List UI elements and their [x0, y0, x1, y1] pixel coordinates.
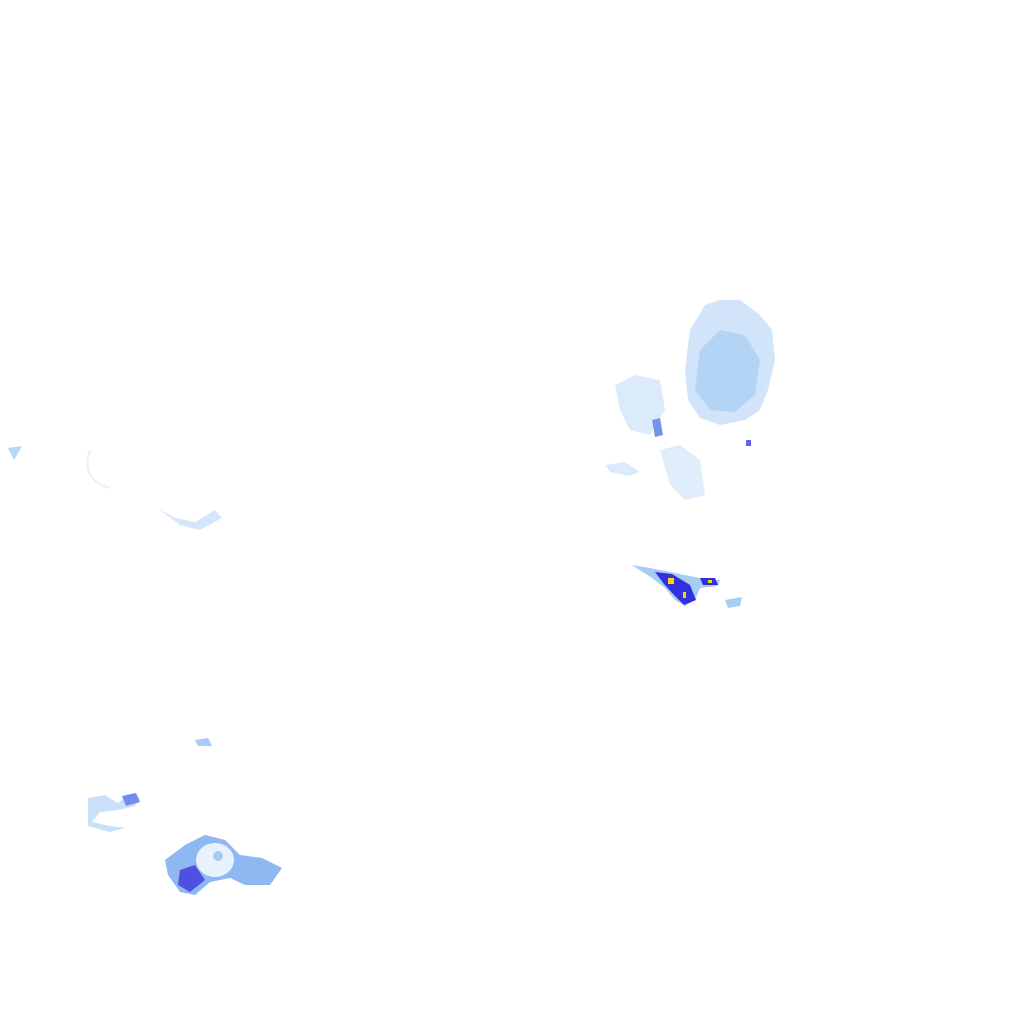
- precip-arc-2: [158, 508, 222, 530]
- storm-core-extreme: [668, 578, 674, 584]
- precip-fragment-edge: [8, 446, 22, 460]
- precip-dot: [746, 440, 751, 446]
- precip-streak: [652, 418, 663, 437]
- storm-core-extreme-3: [708, 580, 712, 583]
- precip-area-scatter-2: [660, 445, 705, 500]
- storm-eye-center: [213, 851, 223, 861]
- precip-fragment: [195, 738, 212, 746]
- storm-cell-east: [632, 565, 742, 608]
- storm-core-extreme-2: [683, 592, 686, 598]
- storm-fragment: [725, 597, 742, 608]
- precip-streak-west: [605, 462, 640, 476]
- precip-cell-west: [8, 446, 222, 530]
- precip-fragment-3: [122, 793, 140, 806]
- precip-area-moderate: [695, 330, 760, 412]
- precip-cell-northeast: [605, 300, 775, 500]
- storm-area-heavy: [178, 865, 205, 892]
- storm-cell-southwest: [88, 738, 282, 895]
- precip-arc: [86, 449, 111, 489]
